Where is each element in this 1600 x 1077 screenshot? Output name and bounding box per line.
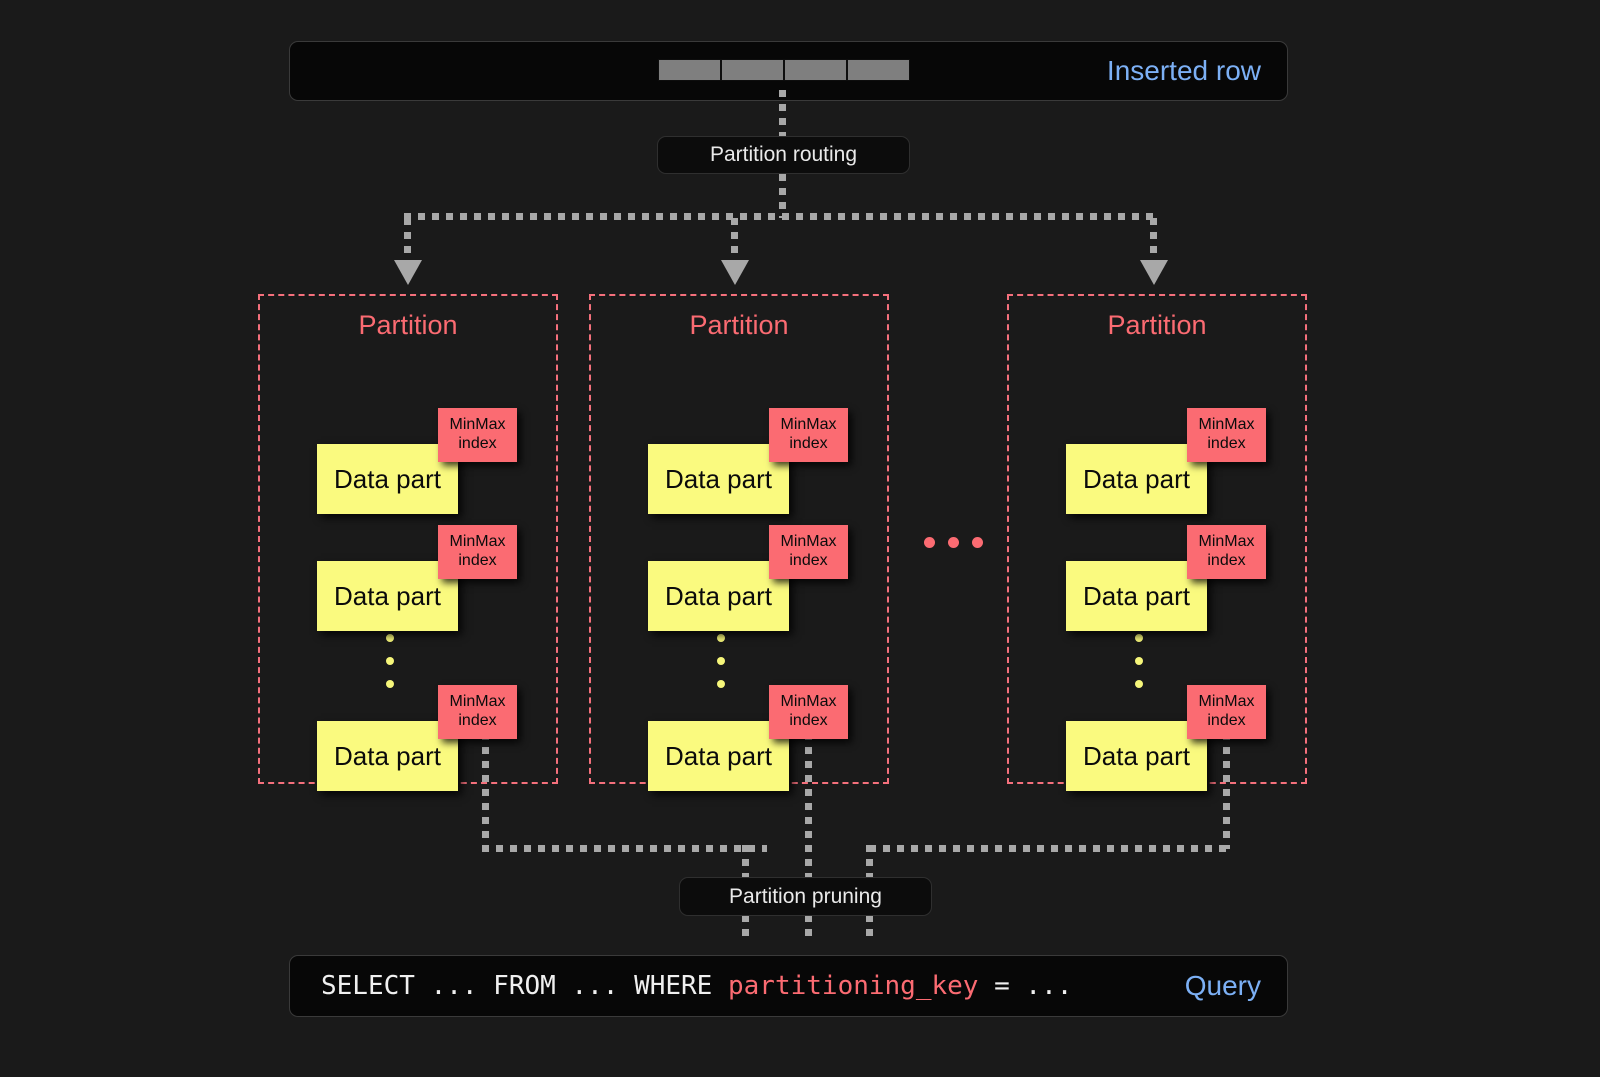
minmax-line-2: index	[458, 552, 497, 569]
arrow-down-icon	[1140, 260, 1168, 285]
query-suffix: = ...	[978, 971, 1073, 1001]
minmax-index-box: MinMax index	[769, 525, 848, 579]
data-part-group: MinMax index Data part	[317, 408, 517, 518]
connector-routing-down	[779, 160, 786, 218]
data-part-box: Data part	[317, 444, 458, 514]
minmax-line-1: MinMax	[449, 416, 506, 434]
minmax-line-1: MinMax	[449, 693, 506, 711]
partition-routing-label: Partition routing	[709, 143, 858, 166]
minmax-index-box: MinMax index	[1187, 408, 1266, 462]
connector-drop-partition-3	[1150, 218, 1157, 262]
minmax-line-2: index	[458, 712, 497, 729]
data-part-group: MinMax index Data part	[648, 408, 848, 518]
partition-box-2: Partition MinMax index Data part MinMax …	[589, 294, 889, 791]
connector-drop-partition-1	[404, 218, 411, 262]
minmax-line-2: index	[789, 712, 828, 729]
row-cell	[847, 59, 910, 81]
data-part-group: MinMax index Data part	[648, 685, 848, 795]
data-part-box: Data part	[648, 721, 789, 791]
partition-pruning-label: Partition pruning	[729, 884, 882, 908]
minmax-index-box: MinMax index	[438, 685, 517, 739]
query-label: Query	[1184, 970, 1261, 1001]
minmax-line-2: index	[1207, 712, 1246, 729]
data-part-group: MinMax index Data part	[1066, 685, 1266, 795]
connector-pruning-bus-right	[869, 845, 1228, 852]
query-prefix: SELECT ... FROM ... WHERE	[321, 971, 728, 1001]
minmax-line-1: MinMax	[780, 416, 837, 434]
partition-box-1: Partition MinMax index Data part MinMax …	[258, 294, 558, 791]
inserted-row-panel: Inserted row	[289, 41, 1288, 101]
data-part-box: Data part	[648, 561, 789, 631]
connector-up-partition-2	[805, 733, 812, 943]
vertical-ellipsis	[717, 634, 725, 703]
data-part-box: Data part	[317, 561, 458, 631]
partition-title: Partition	[1107, 310, 1207, 340]
minmax-index-box: MinMax index	[438, 408, 517, 462]
arrow-down-icon	[721, 260, 749, 285]
connector-up-partition-1	[482, 733, 489, 849]
minmax-index-box: MinMax index	[769, 685, 848, 739]
row-cell	[721, 59, 784, 81]
partitions-ellipsis	[924, 537, 983, 548]
connector-routing-bus	[404, 213, 1157, 220]
minmax-line-2: index	[789, 552, 828, 569]
minmax-index-box: MinMax index	[769, 408, 848, 462]
row-cell	[784, 59, 847, 81]
minmax-index-box: MinMax index	[1187, 685, 1266, 739]
row-cell	[658, 59, 721, 81]
connector-row-to-routing	[779, 90, 786, 150]
partition-title: Partition	[358, 310, 458, 340]
inserted-row-label: Inserted row	[1106, 55, 1261, 86]
vertical-ellipsis	[386, 634, 394, 703]
minmax-line-1: MinMax	[1198, 693, 1255, 711]
data-part-box: Data part	[1066, 444, 1207, 514]
data-part-group: MinMax index Data part	[648, 525, 848, 635]
data-part-group: MinMax index Data part	[317, 525, 517, 635]
minmax-line-1: MinMax	[1198, 533, 1255, 551]
minmax-line-1: MinMax	[780, 533, 837, 551]
data-part-box: Data part	[1066, 721, 1207, 791]
partition-box-3: Partition MinMax index Data part MinMax …	[1007, 294, 1307, 791]
minmax-index-box: MinMax index	[1187, 525, 1266, 579]
minmax-index-box: MinMax index	[438, 525, 517, 579]
minmax-line-2: index	[789, 435, 828, 452]
data-part-group: MinMax index Data part	[1066, 408, 1266, 518]
partition-title: Partition	[689, 310, 789, 340]
data-part-box: Data part	[1066, 561, 1207, 631]
minmax-line-1: MinMax	[780, 693, 837, 711]
minmax-line-1: MinMax	[1198, 416, 1255, 434]
data-part-group: MinMax index Data part	[317, 685, 517, 795]
query-keyword: partitioning_key	[728, 971, 979, 1001]
data-part-box: Data part	[317, 721, 458, 791]
connector-drop-partition-2	[731, 218, 738, 262]
minmax-line-2: index	[458, 435, 497, 452]
arrow-down-icon	[394, 260, 422, 285]
data-part-group: MinMax index Data part	[1066, 525, 1266, 635]
query-sql-text: SELECT ... FROM ... WHERE partitioning_k…	[321, 955, 1072, 1017]
minmax-line-2: index	[1207, 435, 1246, 452]
vertical-ellipsis	[1135, 634, 1143, 703]
inserted-row-cells	[658, 59, 910, 81]
minmax-line-2: index	[1207, 552, 1246, 569]
minmax-line-1: MinMax	[449, 533, 506, 551]
query-panel: Query	[289, 955, 1288, 1017]
partition-pruning-box: Partition pruning	[679, 877, 932, 916]
data-part-box: Data part	[648, 444, 789, 514]
partition-routing-box: Partition routing	[657, 136, 910, 174]
connector-pruning-bus-left	[482, 845, 767, 852]
connector-up-partition-3	[1223, 733, 1230, 849]
